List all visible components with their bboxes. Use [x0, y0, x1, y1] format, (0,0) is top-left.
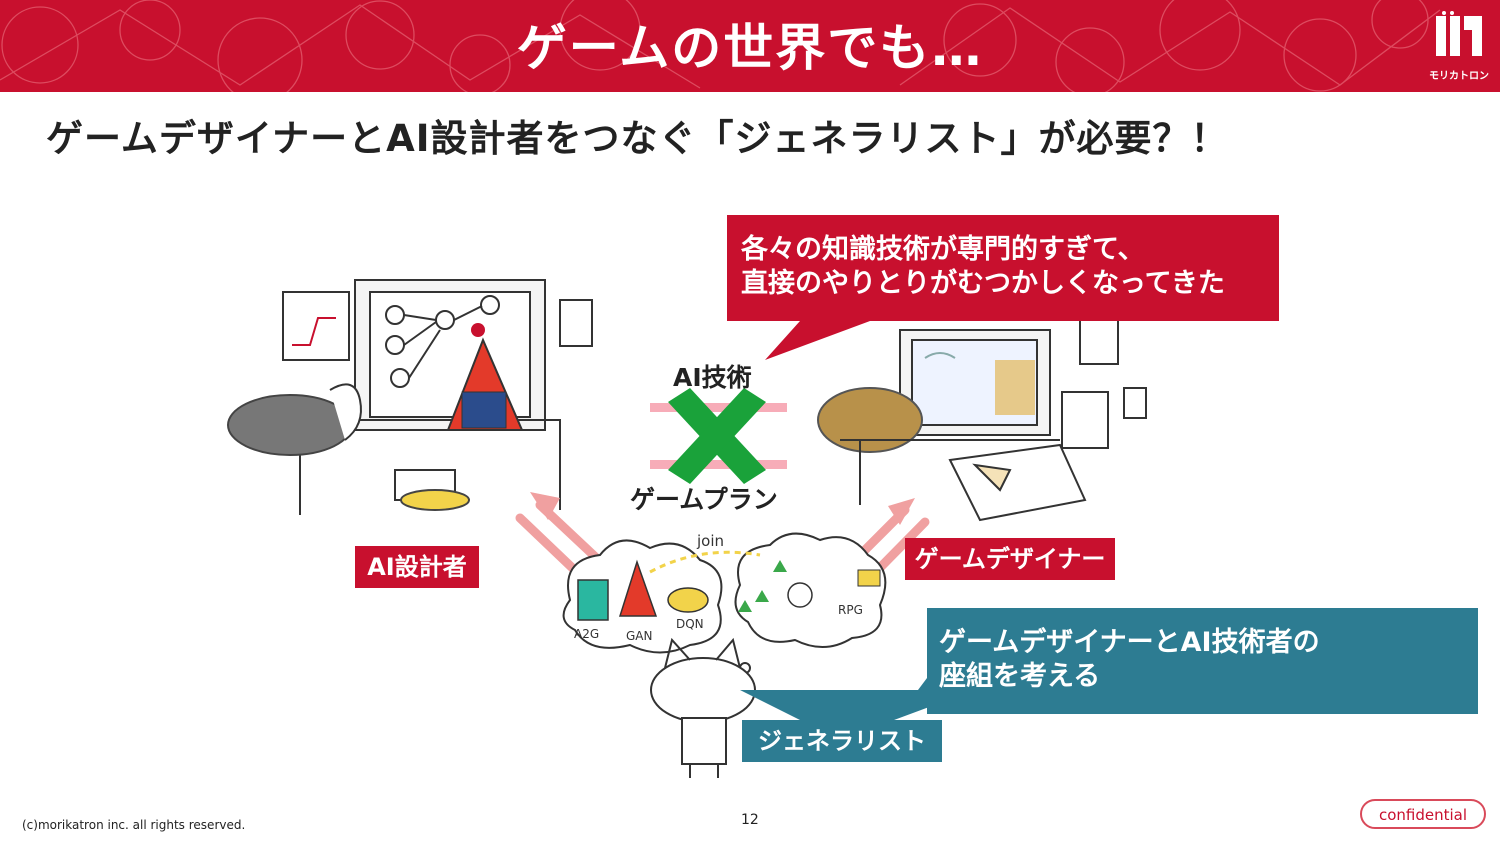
red-callout-tail — [765, 321, 870, 360]
sketch-dqn: DQN — [676, 617, 704, 631]
brand-logo: モリカトロン — [1424, 10, 1494, 82]
ai-designer-label: AI設計者 — [355, 546, 479, 588]
red-callout-line-1: 各々の知識技術が専門的すぎて、 — [741, 234, 1145, 265]
teal-callout-tail — [740, 650, 948, 740]
header-banner: ゲームの世界でも… モリカトロン — [0, 0, 1500, 92]
header-title: ゲームの世界でも… — [516, 19, 984, 77]
sketch-rpg: RPG — [838, 603, 863, 617]
generalist-cat-sketch — [650, 637, 756, 778]
teal-callout-line-2: 座組を考える — [939, 661, 1101, 692]
ai-designer-sketch — [227, 279, 593, 515]
ai-technology-label: AI技術 — [673, 363, 752, 392]
red-callout: 各々の知識技術が専門的すぎて、 直接のやりとりがむつかしくなってきた — [727, 215, 1279, 321]
game-designer-label: ゲームデザイナー — [905, 538, 1115, 580]
page-number: 12 — [741, 812, 759, 828]
sketch-join: join — [696, 532, 724, 550]
sketch-gan: GAN — [626, 629, 652, 643]
teal-callout: ゲームデザイナーとAI技術者の 座組を考える — [927, 608, 1478, 714]
copyright-text: (c)morikatron inc. all rights reserved. — [22, 818, 246, 832]
game-plan-label: ゲームプラン — [630, 485, 778, 514]
crossed-out-mark — [650, 388, 787, 484]
logo-text: モリカトロン — [1429, 71, 1489, 82]
teal-callout-line-1: ゲームデザイナーとAI技術者の — [939, 627, 1320, 658]
logo-mark-icon — [1436, 11, 1482, 56]
red-callout-line-2: 直接のやりとりがむつかしくなってきた — [741, 268, 1225, 299]
generalist-label: ジェネラリスト — [742, 720, 942, 762]
slide-subtitle: ゲームデザイナーとAI設計者をつなぐ「ジェネラリスト」が必要？！ — [46, 117, 1229, 160]
header-pattern — [0, 0, 1441, 92]
confidential-badge: confidential — [1360, 799, 1486, 829]
sketch-a2g: A2G — [574, 627, 599, 641]
game-designer-sketch — [817, 319, 1147, 522]
